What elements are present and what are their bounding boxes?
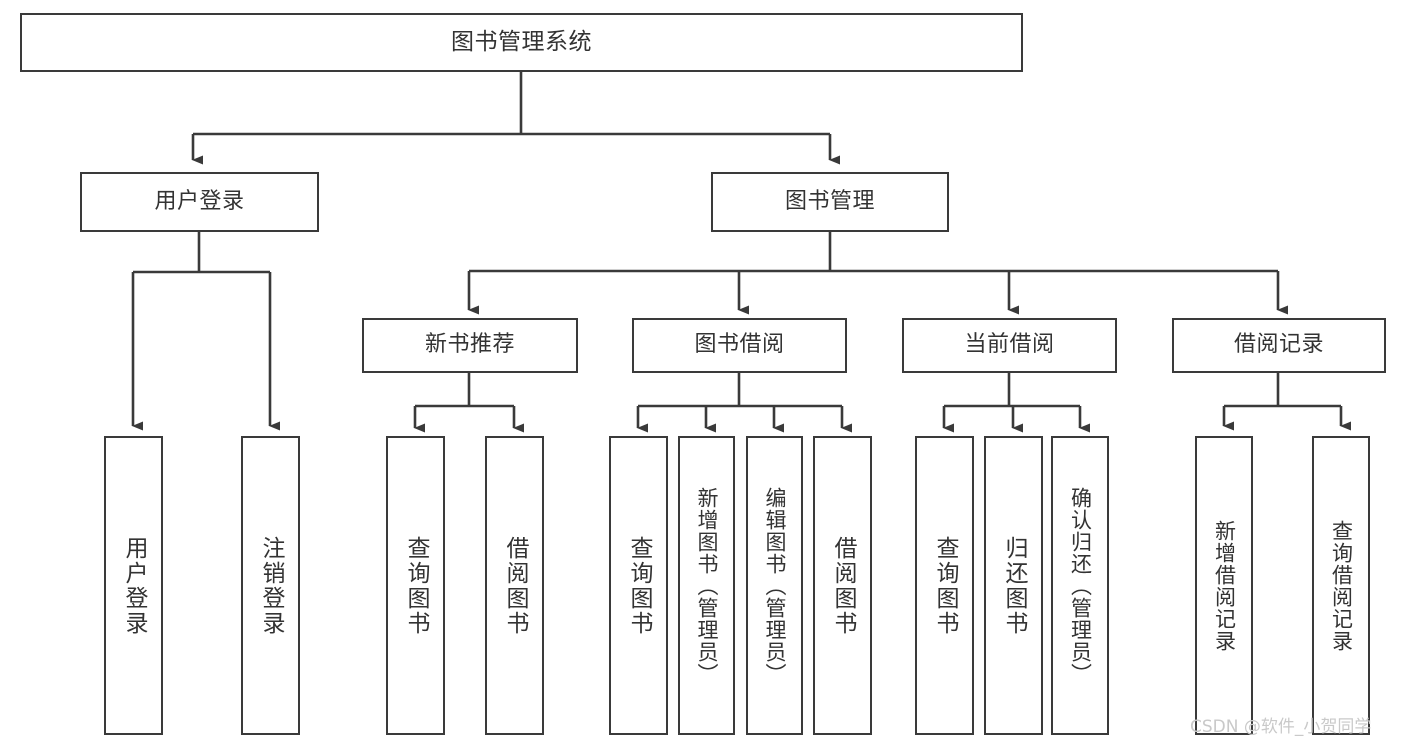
leaf-return-book[interactable]: 归还图书	[984, 436, 1043, 735]
node-label: 当前借阅	[964, 332, 1055, 358]
node-label: 编辑图书（管理员）	[763, 486, 787, 685]
node-book-management[interactable]: 图书管理	[711, 172, 949, 232]
leaf-borrow-book[interactable]: 借阅图书	[813, 436, 872, 735]
leaf-add-book-admin[interactable]: 新增图书（管理员）	[678, 436, 735, 735]
leaf-add-borrow-record[interactable]: 新增借阅记录	[1195, 436, 1253, 735]
node-label: 归还图书	[1001, 535, 1027, 636]
node-label: 确认归还（管理员）	[1068, 486, 1093, 685]
node-new-book-recommendation[interactable]: 新书推荐	[362, 318, 578, 373]
node-label: 图书借阅	[694, 332, 785, 358]
node-label: 注销登录	[258, 535, 284, 636]
node-label: 图书管理	[784, 188, 875, 214]
node-label: 用户登录	[154, 188, 245, 214]
node-label: 查询图书	[626, 535, 652, 636]
node-label: 新书推荐	[424, 332, 515, 358]
node-label: 查询借阅记录	[1329, 519, 1354, 652]
csdn-watermark: CSDN @软件_小贺同学	[1190, 717, 1372, 737]
node-label: 借阅图书	[502, 535, 528, 636]
node-label: 查询图书	[932, 535, 958, 636]
node-root-book-management-system[interactable]: 图书管理系统	[20, 13, 1023, 72]
leaf-borrow-book-newbook[interactable]: 借阅图书	[485, 436, 544, 735]
node-label: 新增图书（管理员）	[695, 486, 719, 685]
node-label: 用户登录	[121, 535, 147, 636]
leaf-user-login[interactable]: 用户登录	[104, 436, 163, 735]
leaf-query-book-current[interactable]: 查询图书	[915, 436, 974, 735]
node-label: 借阅记录	[1233, 332, 1324, 358]
node-label: 新增借阅记录	[1212, 519, 1237, 652]
leaf-edit-book-admin[interactable]: 编辑图书（管理员）	[746, 436, 803, 735]
leaf-confirm-return-admin[interactable]: 确认归还（管理员）	[1051, 436, 1109, 735]
node-label: 图书管理系统	[451, 28, 592, 55]
node-current-borrowings[interactable]: 当前借阅	[902, 318, 1117, 373]
node-borrowing-records[interactable]: 借阅记录	[1172, 318, 1386, 373]
leaf-query-book-borrow[interactable]: 查询图书	[609, 436, 668, 735]
leaf-query-book-newbook[interactable]: 查询图书	[386, 436, 445, 735]
node-user-login[interactable]: 用户登录	[80, 172, 319, 232]
leaf-logout[interactable]: 注销登录	[241, 436, 300, 735]
node-label: 借阅图书	[830, 535, 856, 636]
leaf-query-borrow-record[interactable]: 查询借阅记录	[1312, 436, 1370, 735]
node-book-borrowing[interactable]: 图书借阅	[632, 318, 847, 373]
node-label: 查询图书	[403, 535, 429, 636]
